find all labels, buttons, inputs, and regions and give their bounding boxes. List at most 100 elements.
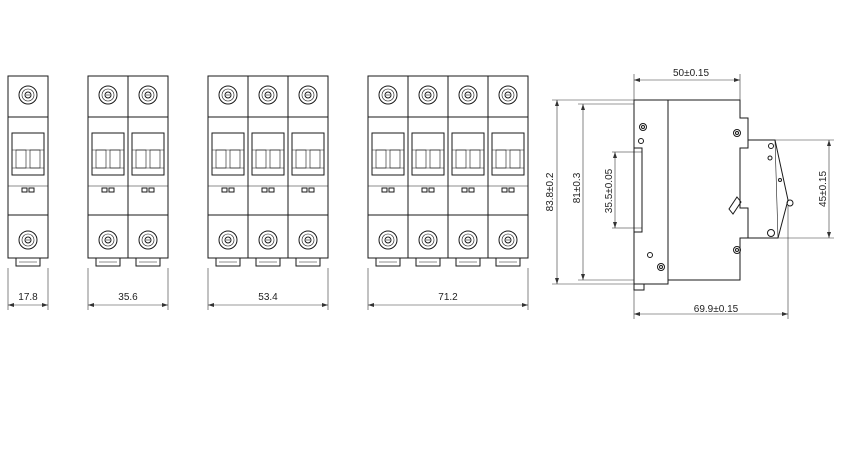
screw-icon: [638, 138, 644, 144]
screw-icon: [778, 178, 782, 182]
terminal-screw-icon: [421, 88, 435, 102]
indicator-icon: [268, 187, 275, 193]
pole-body: [127, 75, 169, 259]
toggle-switch-icon: [451, 132, 485, 176]
toggle-switch-icon: [211, 132, 245, 176]
toggle-lever: [255, 149, 267, 169]
terminal-screw-icon: [504, 236, 512, 244]
screw-icon: [767, 155, 773, 161]
terminal-screw-icon: [218, 230, 238, 250]
din-clip: [415, 258, 441, 267]
terminal-screw-icon: [104, 91, 112, 99]
toggle-lever: [215, 149, 227, 169]
din-clip: [15, 258, 41, 267]
terminal-screw-icon: [224, 91, 232, 99]
toggle-switch-icon: [491, 132, 525, 176]
terminal-screw-icon: [498, 85, 518, 105]
indicator-icon: [461, 187, 468, 193]
terminal-screw-icon: [24, 91, 32, 99]
terminal-screw-icon: [498, 230, 518, 250]
side-foot: [633, 284, 645, 291]
terminal-screw-icon: [418, 230, 438, 250]
terminal-screw-icon: [261, 233, 275, 247]
indicator-icon: [508, 187, 515, 193]
pole-body: [487, 75, 529, 259]
pole-body: [287, 75, 329, 259]
indicator-icon: [381, 187, 388, 193]
toggle-switch-icon: [411, 132, 445, 176]
toggle-switch-icon: [91, 132, 125, 176]
toggle-switch-icon: [11, 132, 45, 176]
terminal-screw-icon: [464, 91, 472, 99]
dim-width-label: 71.2: [438, 292, 458, 303]
terminal-screw-icon: [104, 236, 112, 244]
terminal-screw-icon: [381, 233, 395, 247]
din-clip: [255, 258, 281, 267]
indicator-icon: [261, 187, 268, 193]
terminal-screw-icon: [138, 85, 158, 105]
toggle-lever: [469, 149, 481, 169]
screw-icon: [768, 143, 774, 149]
indicator-icon: [388, 187, 395, 193]
screw-icon: [641, 125, 645, 129]
terminal-screw-icon: [378, 85, 398, 105]
din-clip: [495, 258, 521, 267]
indicator-icon: [468, 187, 475, 193]
indicator-icon: [108, 187, 115, 193]
screw-icon: [639, 123, 647, 131]
indicator-icon: [501, 187, 508, 193]
terminal-screw-icon: [384, 91, 392, 99]
dim-width-label: 17.8: [18, 292, 38, 303]
terminal-screw-icon: [258, 85, 278, 105]
breaker-3-pole: 53.4: [207, 75, 329, 310]
toggle-lever: [15, 149, 27, 169]
terminal-screw-icon: [21, 233, 35, 247]
terminal-screw-icon: [501, 233, 515, 247]
indicator-icon: [308, 187, 315, 193]
din-clip: [375, 258, 401, 267]
terminal-screw-icon: [221, 233, 235, 247]
screw-icon: [733, 246, 741, 254]
dim-width-top-label: 50±0.15: [673, 68, 710, 79]
front-protrusion: [748, 139, 789, 239]
din-rail-clip: [634, 147, 643, 233]
screw-icon: [735, 131, 739, 135]
dim-width-label: 53.4: [258, 292, 278, 303]
terminal-screw-icon: [421, 233, 435, 247]
terminal-screw-icon: [21, 88, 35, 102]
toggle-switch-icon: [131, 132, 165, 176]
indicator-icon: [221, 187, 228, 193]
toggle-lever: [229, 149, 241, 169]
terminal-screw-icon: [424, 236, 432, 244]
terminal-screw-icon: [264, 236, 272, 244]
dim-rail-label: 35.5±0.05: [604, 168, 615, 213]
screw-icon: [733, 129, 741, 137]
terminal-screw-icon: [138, 230, 158, 250]
din-clip: [215, 258, 241, 267]
terminal-screw-icon: [101, 88, 115, 102]
toggle-lever: [429, 149, 441, 169]
toggle-switch-icon: [291, 132, 325, 176]
toggle-lever: [375, 149, 387, 169]
terminal-screw-icon: [301, 88, 315, 102]
din-clip: [95, 258, 121, 267]
terminal-screw-icon: [424, 91, 432, 99]
toggle-lever: [509, 149, 521, 169]
screw-icon: [659, 265, 663, 269]
terminal-screw-icon: [258, 230, 278, 250]
toggle-lever: [269, 149, 281, 169]
terminal-screw-icon: [144, 91, 152, 99]
terminal-screw-icon: [458, 230, 478, 250]
terminal-screw-icon: [461, 233, 475, 247]
pole-body: [7, 75, 49, 259]
breaker-2-pole: 35.6: [87, 75, 169, 310]
din-clip: [455, 258, 481, 267]
terminal-screw-icon: [224, 236, 232, 244]
protrusion-edge: [774, 139, 779, 239]
terminal-screw-icon: [24, 236, 32, 244]
terminal-screw-icon: [221, 88, 235, 102]
terminal-screw-icon: [98, 230, 118, 250]
terminal-screw-icon: [18, 85, 38, 105]
